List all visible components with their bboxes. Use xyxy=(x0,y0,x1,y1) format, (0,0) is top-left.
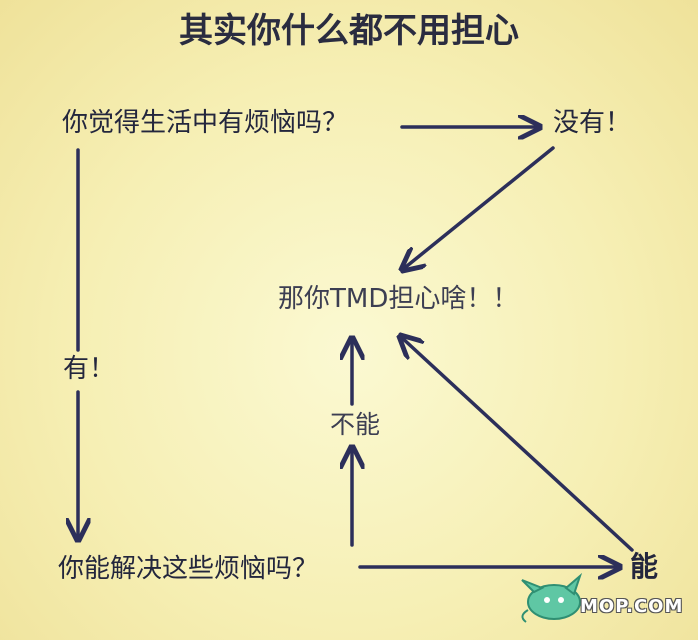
answer-no: 没有！ xyxy=(553,108,632,138)
question-solve: 你能解决这些烦恼吗？ xyxy=(58,554,319,584)
answer-cannot: 不能 xyxy=(330,410,381,439)
arrow-no-to-center xyxy=(402,146,555,270)
question-worries: 你觉得生活中有烦恼吗？ xyxy=(62,108,349,138)
center-conclusion: 那你TMD担心啥！！ xyxy=(278,284,519,314)
mop-logo xyxy=(521,572,583,623)
diagram-title: 其实你什么都不用担心 xyxy=(179,11,519,51)
watermark-text: MOP.COM xyxy=(580,596,684,617)
arrow-can-to-center xyxy=(400,336,634,552)
answer-yes: 有！ xyxy=(63,354,116,384)
answer-can: 能 xyxy=(630,550,659,583)
